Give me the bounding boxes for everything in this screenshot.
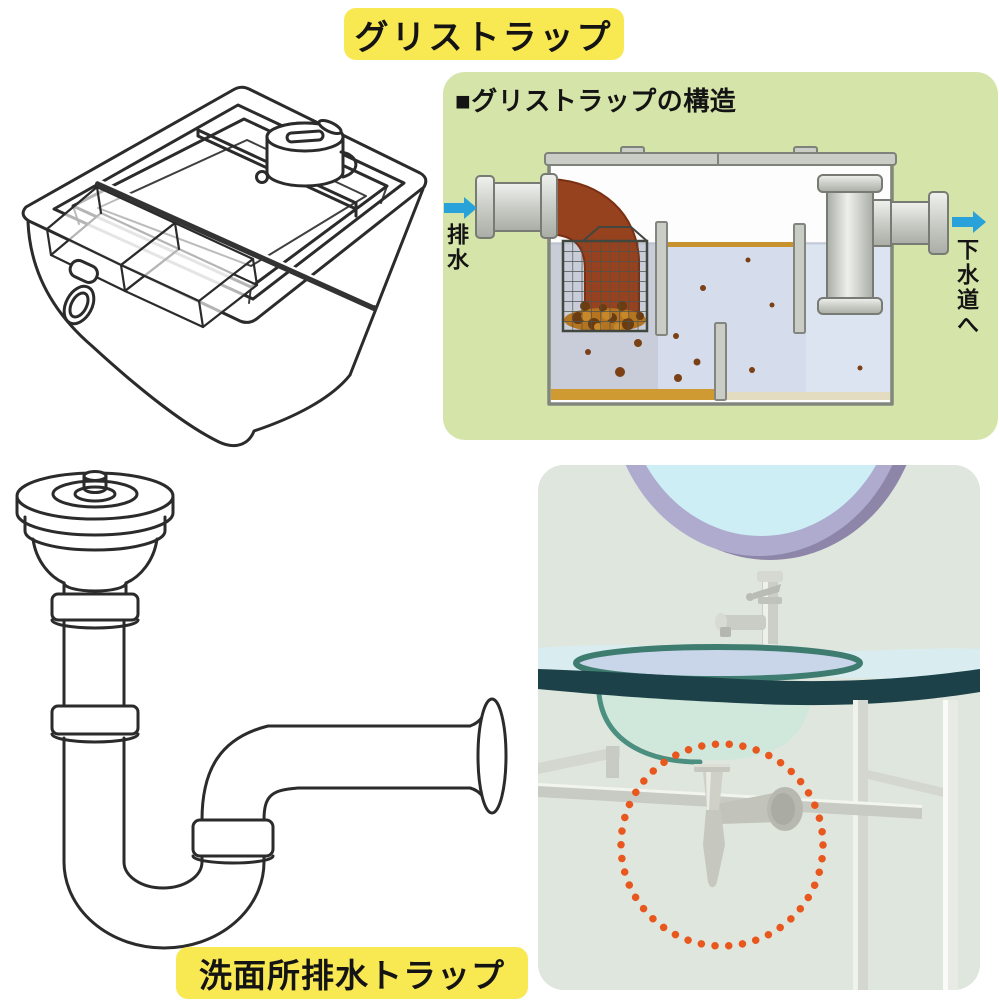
grease-trap-box-drawing [21,85,428,447]
wall-flange [476,697,508,815]
box-baskets [45,185,259,329]
rim-slot [317,118,343,136]
strainer-basket [561,226,649,333]
sediment-layer [551,389,716,400]
side-slot [68,258,99,284]
inlet-label: 排水 [444,223,469,273]
sink-strainer [15,470,175,596]
grease-trap-structure-panel: ■グリストラップの構造 排水 下水道へ [443,72,998,440]
counter-edge [538,669,980,706]
highlight-dotted-circle [617,740,827,950]
washbasin-illustration [538,465,980,990]
inlet-arrow-right-icon [444,197,477,219]
oval-mirror [625,465,907,560]
tank-lid [544,146,897,166]
outlet-t-pipe [817,174,949,315]
rim-hole [255,170,269,184]
side-knockout [62,284,96,326]
p-trap-drawing [15,470,508,950]
outlet-label: 下水道へ [954,238,979,338]
drain-trap [694,764,803,888]
grease-trap-cross-section [444,146,986,406]
trap-pipe-vertical [50,592,140,864]
outlet-arrow-right-icon [952,211,986,233]
panel-heading: ■グリストラップの構造 [455,86,737,116]
faucet [715,571,787,656]
trap-u-bend [62,818,275,950]
box-trap-cup [265,121,358,188]
box-body [26,187,425,447]
glass-bowl [596,691,812,765]
trap-outlet-arm [200,697,508,822]
grease-layer [667,242,795,247]
tank-walls [547,164,894,406]
inlet-pipe [475,173,558,239]
grease-trap-title: グリストラップ [344,8,624,60]
debris-particles [585,257,863,382]
tank-floor [716,392,890,400]
washbasin-trap-title: 洗面所排水トラップ [176,947,528,999]
baffle-plates [655,221,806,401]
box-divider-rail [95,178,377,311]
washbasin-panel [538,465,980,990]
